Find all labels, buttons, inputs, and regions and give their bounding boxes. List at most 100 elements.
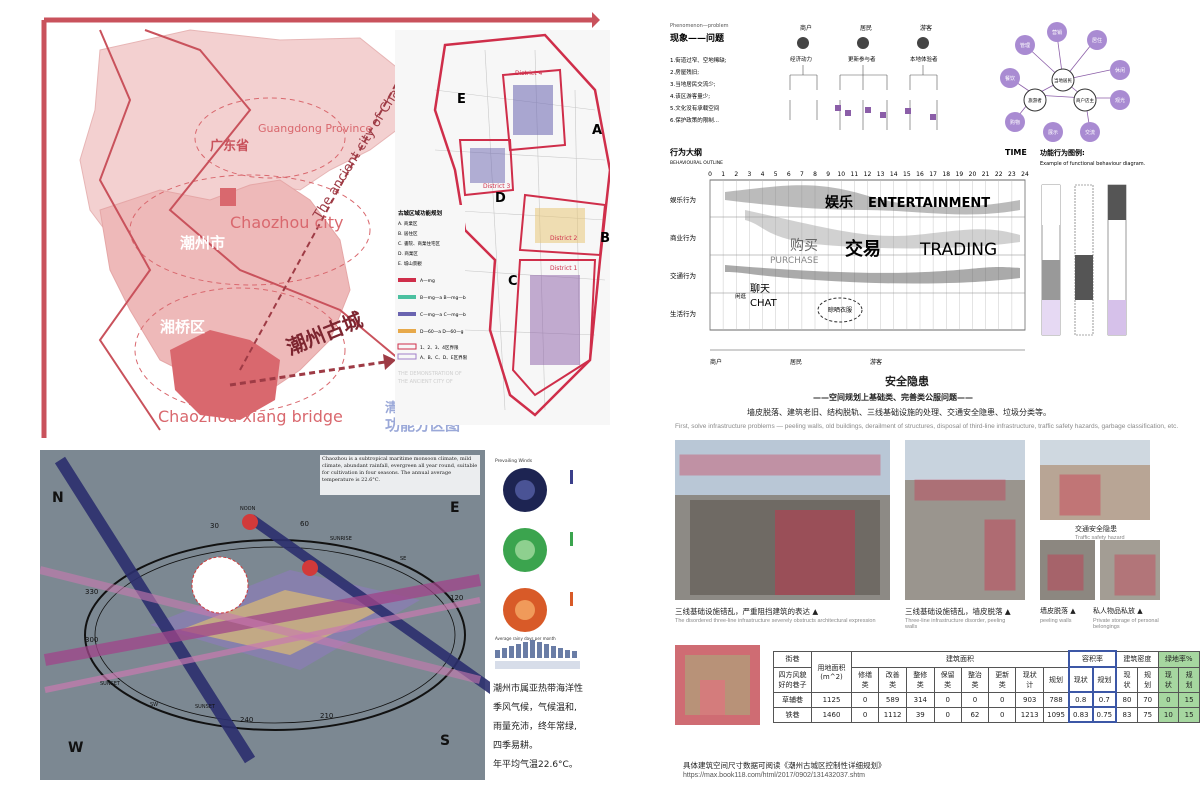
network-node: 休闲: [1115, 67, 1125, 74]
cell: 0: [960, 691, 990, 708]
cell: 0: [933, 706, 962, 723]
city-shape: [99, 179, 351, 401]
cell: 1112: [878, 706, 908, 723]
hour-tick-label: 14: [890, 171, 898, 178]
legend-en: Example of functional behaviour diagram.: [1040, 161, 1146, 167]
hour-tick-label: 11: [851, 171, 859, 178]
legend-cn: 功能行为图例:: [1040, 148, 1085, 157]
degree-label: 120: [450, 594, 463, 602]
th-sub: 现状: [1067, 666, 1094, 693]
hour-tick-label: 0: [708, 171, 712, 178]
cell: 1125: [811, 691, 852, 708]
cell: 788: [1043, 691, 1070, 708]
th-sub: 改善类: [878, 666, 908, 693]
photo-caption-2-cn: 三线基础设施错乱，墙皮脱落 ▲: [905, 607, 1011, 616]
entertainment-en: ENTERTAINMENT: [868, 196, 990, 211]
cell: 62: [960, 706, 990, 723]
bottom-actor-tourist: 游客: [870, 358, 882, 366]
th-sub: 规划: [1136, 666, 1159, 693]
cell: 0.75: [1091, 706, 1118, 723]
purchase-cn: 购买: [790, 238, 818, 254]
cell: 0.7: [1091, 691, 1118, 708]
climate-desc-cn: 潮州市属亚热带海洋性 季风气候，气候温和, 雨量充沛，终年常绿, 四季易耕。 年…: [493, 680, 583, 775]
row-label-commerce: 商业行为: [670, 233, 696, 242]
photo-caption-3-en: Traffic safety hazard: [1075, 535, 1125, 541]
role-merchant: 经济动力: [790, 55, 812, 63]
district-cn-label: 湘桥区: [160, 318, 205, 336]
cell: 0: [988, 691, 1017, 708]
hour-tick-label: 16: [916, 171, 924, 178]
th-street: 街巷: [773, 650, 812, 668]
network-center: 当地居民: [1054, 77, 1072, 84]
bottom-actor-merchant: 商户: [710, 358, 722, 366]
photo-caption-5-cn: 私人物品私放 ▲: [1093, 607, 1143, 615]
th-green: 绿地率%: [1157, 650, 1200, 668]
zone-label-d: D: [495, 191, 506, 206]
hour-tick-label: 20: [969, 171, 977, 178]
cell: 70: [1136, 691, 1159, 708]
cell: 0: [933, 691, 962, 708]
sunset-label: SUNSET: [100, 681, 121, 687]
hour-tick-label: 15: [903, 171, 911, 178]
th-sub: 更新类: [988, 666, 1017, 693]
district-en-label: Chaozhou xiang bridge: [158, 407, 343, 426]
sunrise-label: SUNRISE: [330, 536, 352, 542]
legend-item-c: C. 書院、商業住宅区: [398, 240, 441, 247]
city-cn-label: 潮州市: [180, 234, 225, 252]
sun-icon: [242, 514, 258, 530]
cell: 1213: [1015, 706, 1045, 723]
th-sub: 现状: [1115, 666, 1138, 693]
problem-1: 1.街道过窄、空地稀缺;: [670, 56, 727, 64]
problem-5: 5.文化没有承载空间: [670, 104, 719, 112]
safety-title: 安全隐患: [885, 375, 929, 388]
hour-tick-label: 8: [813, 171, 817, 178]
trading-cn: 交易: [845, 238, 881, 260]
role-resident: 更新参与者: [848, 55, 876, 63]
photo-caption-1-cn: 三线基础设施错乱，严重阻挡建筑的表达 ▲: [675, 607, 819, 616]
degree-label: 30: [210, 522, 219, 530]
purchase-en: PURCHASE: [770, 256, 819, 266]
source-url[interactable]: https://max.book118.com/html/2017/0902/1…: [683, 772, 865, 779]
climate-line: 季风气候，气候温和,: [493, 703, 577, 713]
location-map: Guangdong Province 广东省 Chaozhou city 潮州市…: [41, 12, 600, 438]
entertainment-cn: 娱乐: [825, 194, 853, 211]
th-sub: 保留类: [933, 666, 962, 693]
sun-icon: [302, 560, 318, 576]
outline-cn: 行为大纲: [669, 147, 702, 157]
compass-n: N: [52, 490, 64, 506]
photo-belongings: [1100, 540, 1160, 600]
th-sub: 现状: [1157, 666, 1180, 693]
noon-label: NOON: [240, 506, 256, 512]
chat-en: CHAT: [750, 298, 778, 309]
hour-tick-label: 1: [721, 171, 725, 178]
avatar: [917, 37, 929, 49]
network-node: 居住: [1092, 37, 1102, 44]
stakeholder-network: 管理 营销 居住 餐饮 购物 休闲 观光 交流 展示 当地居民 旅游者 商户店主: [1000, 22, 1130, 142]
hour-tick-label: 21: [982, 171, 990, 178]
th-sub: 修缮类: [850, 666, 880, 693]
cell: 0.8: [1067, 691, 1094, 708]
row-label-entertainment: 娱乐行为: [670, 195, 696, 204]
climate-line: 四季易耕。: [493, 741, 539, 751]
hour-tick-label: 5: [774, 171, 778, 178]
th-area: 用地面积(m^2): [811, 650, 852, 693]
photo-wall: [1040, 540, 1095, 600]
ancient-city-plan: E A D B C District 4 District 3 District…: [395, 30, 610, 425]
trading-en: TRADING: [919, 240, 997, 260]
compass-e: E: [450, 500, 460, 516]
cell: 1460: [811, 706, 852, 723]
role-tourist: 本地体验者: [910, 55, 938, 63]
photo-caption-4-cn: 墙皮脱落 ▲: [1040, 607, 1076, 615]
th-sub: 整修类: [906, 666, 935, 693]
cell: 83: [1115, 706, 1138, 723]
degree-label: 60: [300, 520, 309, 528]
network-center: 商户店主: [1076, 97, 1094, 104]
legend-code-3: C—mg—a C—mg—b: [420, 312, 466, 318]
hour-tick-label: 12: [864, 171, 872, 178]
district-1-label: District 1: [550, 265, 577, 272]
network-node: 交流: [1085, 129, 1095, 136]
problem-4: 4.该区游客量少;: [670, 92, 710, 100]
row-label-transport: 交通行为: [670, 271, 696, 280]
problem-6: 6.保护政策的限制...: [670, 116, 719, 124]
